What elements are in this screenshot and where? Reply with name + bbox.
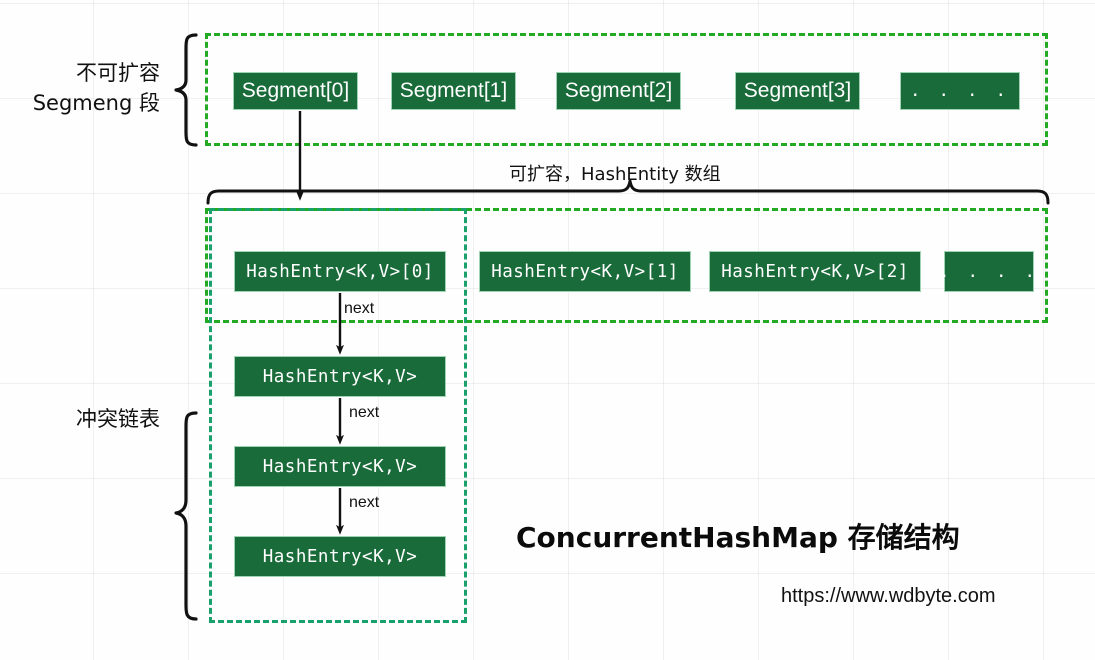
source-url: https://www.wdbyte.com <box>781 585 996 607</box>
hashentry-array-label: HashEntry<K,V>[0] <box>246 261 434 282</box>
segment-box-label: Segment[2] <box>564 79 673 102</box>
diagram-title: ConcurrentHashMap 存储结构 <box>516 521 960 554</box>
chain-node-label: HashEntry<K,V> <box>262 366 418 387</box>
next-label-1: next <box>344 300 375 317</box>
hashentry-array-box-ellipsis[interactable]: . . . . <box>939 251 1035 292</box>
segment-box-label: Segment[0] <box>241 79 350 102</box>
hashentry-array-label: HashEntry<K,V>[2] <box>721 261 909 282</box>
segment-group-label: 不可扩容 Segmeng 段 <box>0 58 160 118</box>
segment-group-label-line1: 不可扩容 <box>76 61 160 85</box>
hashentry-array-label: HashEntry<K,V>[1] <box>491 261 679 282</box>
hashentity-array-region <box>205 208 1048 323</box>
segment-box-3[interactable]: Segment[3] <box>735 72 860 110</box>
collision-chain-label: 冲突链表 <box>0 404 160 434</box>
hashentity-array-caption: 可扩容，HashEntity 数组 <box>509 164 721 185</box>
segment-box-1[interactable]: Segment[1] <box>391 72 516 110</box>
chain-node-label: HashEntry<K,V> <box>262 456 418 477</box>
segment-group-brace <box>174 33 198 147</box>
segment-box-2[interactable]: Segment[2] <box>556 72 681 110</box>
segment-group-label-line2: Segmeng 段 <box>32 91 160 115</box>
chain-node-1[interactable]: HashEntry<K,V> <box>234 446 446 487</box>
next-label-3: next <box>349 494 380 511</box>
segment-array-region <box>205 33 1048 146</box>
next-label-2: next <box>349 404 380 421</box>
chain-node-0[interactable]: HashEntry<K,V> <box>234 356 446 397</box>
hashentry-array-box-2[interactable]: HashEntry<K,V>[2] <box>709 251 921 292</box>
collision-chain-region <box>209 208 467 623</box>
collision-chain-label-text: 冲突链表 <box>76 407 160 431</box>
hashentry-array-box-1[interactable]: HashEntry<K,V>[1] <box>479 251 691 292</box>
chain-node-label: HashEntry<K,V> <box>262 546 418 567</box>
segment-box-label: Segment[1] <box>399 79 508 102</box>
collision-chain-brace <box>174 411 198 621</box>
segment-box-label: Segment[3] <box>743 79 852 102</box>
hashentry-array-box-0[interactable]: HashEntry<K,V>[0] <box>234 251 446 292</box>
segment-box-label: . . . . <box>910 81 1010 101</box>
hashentry-array-label: . . . . <box>939 261 1039 282</box>
segment-box-ellipsis[interactable]: . . . . <box>900 72 1020 110</box>
chain-node-2[interactable]: HashEntry<K,V> <box>234 536 446 577</box>
segment-box-0[interactable]: Segment[0] <box>233 72 358 110</box>
